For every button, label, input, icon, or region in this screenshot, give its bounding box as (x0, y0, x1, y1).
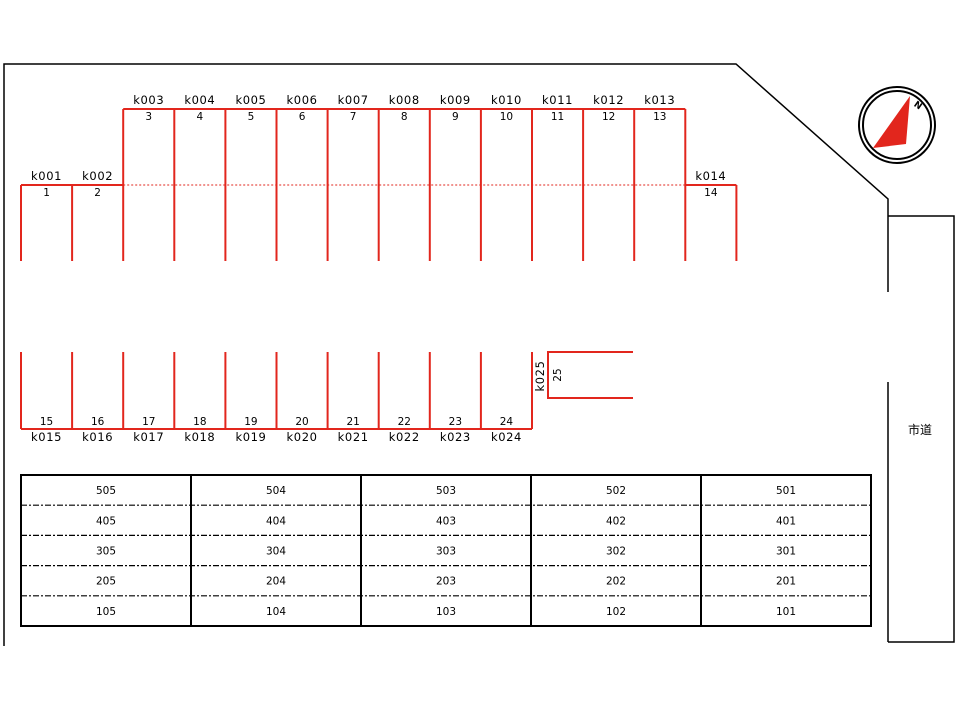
city-road (888, 215, 955, 643)
parking-number-label: 15 (40, 416, 53, 428)
parking-code-label: k007 (338, 93, 369, 107)
parking-code-label: k024 (491, 430, 522, 444)
room-number-label: 301 (776, 546, 796, 558)
parking-number-label: 3 (145, 111, 152, 123)
parking-number-label: 21 (346, 416, 359, 428)
parking-code-label: k013 (644, 93, 675, 107)
parking-code-label: k009 (440, 93, 471, 107)
room-number-label: 302 (606, 546, 626, 558)
parking-number-label: 22 (398, 416, 411, 428)
parking-number-label: 25 (552, 368, 564, 381)
parking-number-label: 18 (193, 416, 206, 428)
room-number-label: 503 (436, 485, 456, 497)
room-number-label: 203 (436, 576, 456, 588)
room-number-label: 501 (776, 485, 796, 497)
room-number-label: 304 (266, 546, 286, 558)
room-number-label: 201 (776, 576, 796, 588)
room-number-label: 204 (266, 576, 286, 588)
parking-code-label: k006 (287, 93, 318, 107)
compass-letter: N (912, 100, 924, 113)
room-number-label: 504 (266, 485, 286, 497)
parking-code-label: k023 (440, 430, 471, 444)
road-label: 市道 (908, 422, 932, 437)
parking-code-label: k002 (82, 169, 113, 183)
parking-code-label: k017 (133, 430, 164, 444)
parking-code-label: k020 (287, 430, 318, 444)
parking-number-label: 8 (401, 111, 408, 123)
parking-number-label: 16 (91, 416, 105, 428)
parking-code-label: k019 (235, 430, 266, 444)
room-number-label: 205 (96, 576, 116, 588)
north-arrow (873, 96, 910, 148)
parking-number-label: 9 (452, 111, 459, 123)
parking-number-label: 24 (500, 416, 514, 428)
room-number-label: 202 (606, 576, 626, 588)
parking-number-label: 12 (602, 111, 615, 123)
room-number-label: 405 (96, 515, 116, 527)
parking-number-label: 17 (142, 416, 155, 428)
parking-code-label: k021 (338, 430, 369, 444)
parking-number-label: 1 (43, 187, 50, 199)
building-outline (20, 474, 872, 627)
parking-code-label: k022 (389, 430, 420, 444)
room-number-label: 303 (436, 546, 456, 558)
room-number-label: 401 (776, 515, 796, 527)
parking-number-label: 19 (244, 416, 257, 428)
parking-number-label: 5 (248, 111, 255, 123)
parking-code-label: k005 (235, 93, 266, 107)
room-number-label: 305 (96, 546, 116, 558)
north-compass-icon: N (858, 86, 936, 164)
room-number-label: 404 (266, 515, 286, 527)
parking-code-label: k001 (31, 169, 62, 183)
parking-number-label: 11 (551, 111, 564, 123)
parking-number-label: 10 (500, 111, 513, 123)
room-number-label: 104 (266, 606, 286, 618)
parking-number-label: 6 (299, 111, 306, 123)
property-boundary (3, 63, 889, 646)
parking-code-label: k003 (133, 93, 164, 107)
apartment-building: 505 504 503 502 501 405 404 403 402 401 305 304 303 3… (20, 474, 872, 627)
parking-number-label: 4 (197, 111, 204, 123)
parking-number-label: 14 (704, 187, 718, 199)
parking-code-label: k014 (695, 169, 726, 183)
parking-number-label: 2 (94, 187, 101, 199)
parking-code-label: k004 (184, 93, 215, 107)
room-number-label: 505 (96, 485, 116, 497)
room-number-label: 402 (606, 515, 626, 527)
room-number-label: 103 (436, 606, 456, 618)
parking-number-label: 7 (350, 111, 357, 123)
room-number-label: 105 (96, 606, 116, 618)
room-number-label: 101 (776, 606, 796, 618)
parking-code-label: k025 (533, 360, 547, 391)
parking-number-label: 13 (653, 111, 666, 123)
parking-code-label: k012 (593, 93, 624, 107)
parking-code-label: k011 (542, 93, 573, 107)
room-number-label: 403 (436, 515, 456, 527)
parking-code-label: k008 (389, 93, 420, 107)
parking-number-label: 20 (295, 416, 308, 428)
parking-code-label: k016 (82, 430, 113, 444)
parking-code-label: k010 (491, 93, 522, 107)
side-stall-outline (547, 351, 633, 399)
room-number-label: 102 (606, 606, 626, 618)
parking-area: k001 1 k002 2 k003 3 k004 4 k005 5 k006 6 k007 7 k008 8… (20, 93, 738, 444)
parking-code-label: k015 (31, 430, 62, 444)
parking-number-label: 23 (449, 416, 462, 428)
room-number-label: 502 (606, 485, 626, 497)
parking-code-label: k018 (184, 430, 215, 444)
